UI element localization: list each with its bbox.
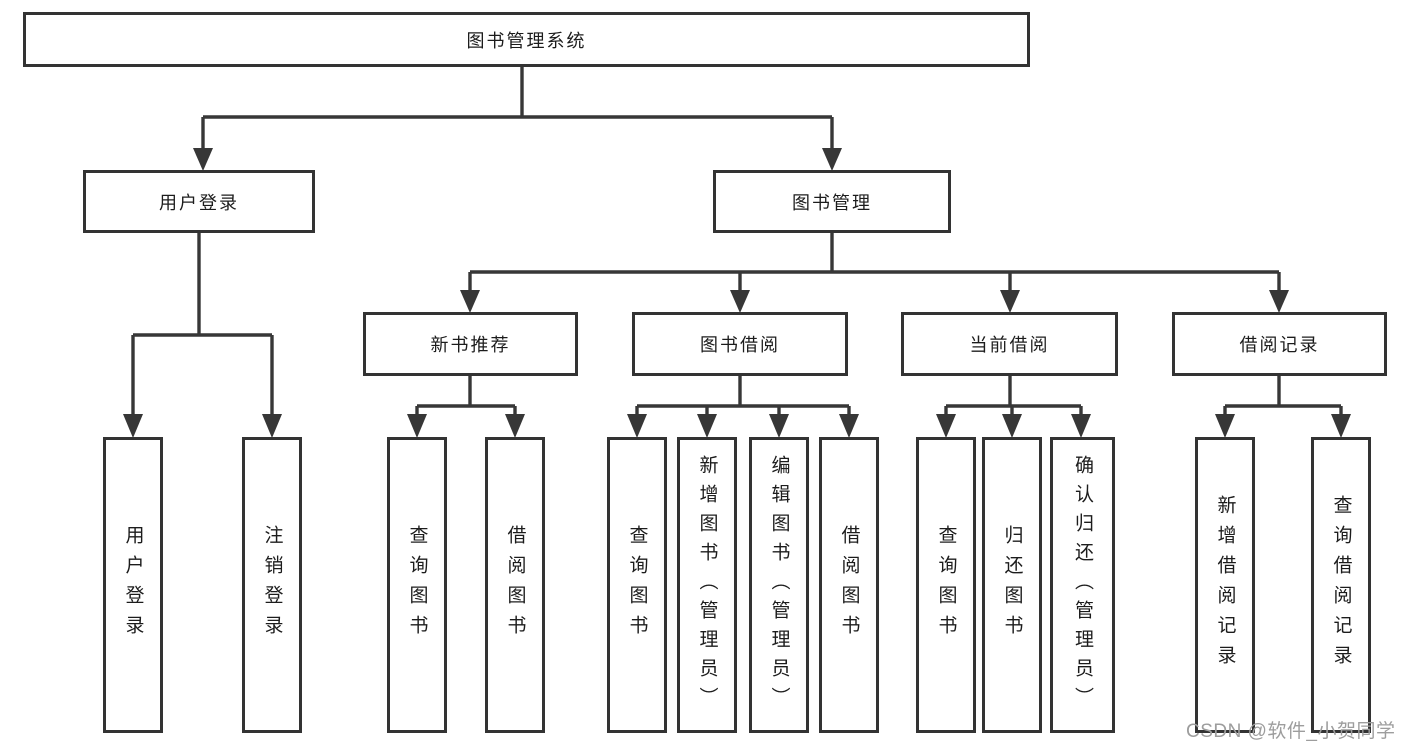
- leaf-current-confirm-return-admin-label: 确认归还（管理员）: [1072, 454, 1093, 716]
- leaf-recommend-query-books-label: 查询图书: [406, 525, 428, 645]
- node-book-borrow: 图书借阅: [632, 312, 848, 376]
- leaf-recommend-query-books: 查询图书: [387, 437, 447, 733]
- leaf-recommend-borrow-books: 借阅图书: [485, 437, 545, 733]
- connector-lines: [131, 67, 1343, 417]
- node-book-management: 图书管理: [713, 170, 951, 233]
- leaf-records-query-borrow-record: 查询借阅记录: [1311, 437, 1371, 733]
- node-root-label: 图书管理系统: [466, 30, 587, 51]
- node-current-borrow: 当前借阅: [901, 312, 1118, 376]
- leaf-records-add-borrow-record: 新增借阅记录: [1195, 437, 1255, 733]
- leaf-borrow-add-books-admin-label: 新增图书（管理员）: [696, 454, 718, 716]
- leaf-borrow-query-books-label: 查询图书: [626, 525, 648, 645]
- node-new-book-recommend-label: 新书推荐: [430, 335, 511, 355]
- node-borrow-records-label: 借阅记录: [1239, 335, 1320, 355]
- leaf-logout-login: 注销登录: [242, 437, 302, 733]
- leaf-current-return-books-label: 归还图书: [1001, 525, 1023, 645]
- leaf-user-login: 用户登录: [103, 437, 163, 733]
- node-new-book-recommend: 新书推荐: [363, 312, 578, 376]
- node-user-login: 用户登录: [83, 170, 315, 233]
- leaf-current-return-books: 归还图书: [982, 437, 1042, 733]
- csdn-watermark: CSDN @软件_小贺同学: [1186, 721, 1396, 742]
- node-root-system: 图书管理系统: [23, 12, 1030, 67]
- node-current-borrow-label: 当前借阅: [969, 335, 1050, 355]
- leaf-current-confirm-return-admin: 确认归还（管理员）: [1050, 437, 1115, 733]
- node-user-login-label: 用户登录: [159, 192, 239, 213]
- leaf-records-add-borrow-record-label: 新增借阅记录: [1214, 495, 1236, 675]
- arrowheads: [123, 148, 1351, 438]
- leaf-borrow-borrow-books: 借阅图书: [819, 437, 879, 733]
- leaf-borrow-edit-books-admin-label: 编辑图书（管理员）: [768, 454, 790, 716]
- leaf-borrow-borrow-books-label: 借阅图书: [838, 525, 860, 645]
- leaf-recommend-borrow-books-label: 借阅图书: [504, 525, 526, 645]
- leaf-records-query-borrow-record-label: 查询借阅记录: [1330, 495, 1352, 675]
- leaf-current-query-books-label: 查询图书: [935, 525, 957, 645]
- node-borrow-records: 借阅记录: [1172, 312, 1387, 376]
- leaf-borrow-add-books-admin: 新增图书（管理员）: [677, 437, 737, 733]
- leaf-logout-login-label: 注销登录: [261, 525, 283, 645]
- leaf-user-login-label: 用户登录: [122, 525, 144, 645]
- leaf-borrow-query-books: 查询图书: [607, 437, 667, 733]
- node-book-borrow-label: 图书借阅: [700, 335, 780, 355]
- node-book-management-label: 图书管理: [792, 192, 872, 213]
- leaf-current-query-books: 查询图书: [916, 437, 976, 733]
- leaf-borrow-edit-books-admin: 编辑图书（管理员）: [749, 437, 809, 733]
